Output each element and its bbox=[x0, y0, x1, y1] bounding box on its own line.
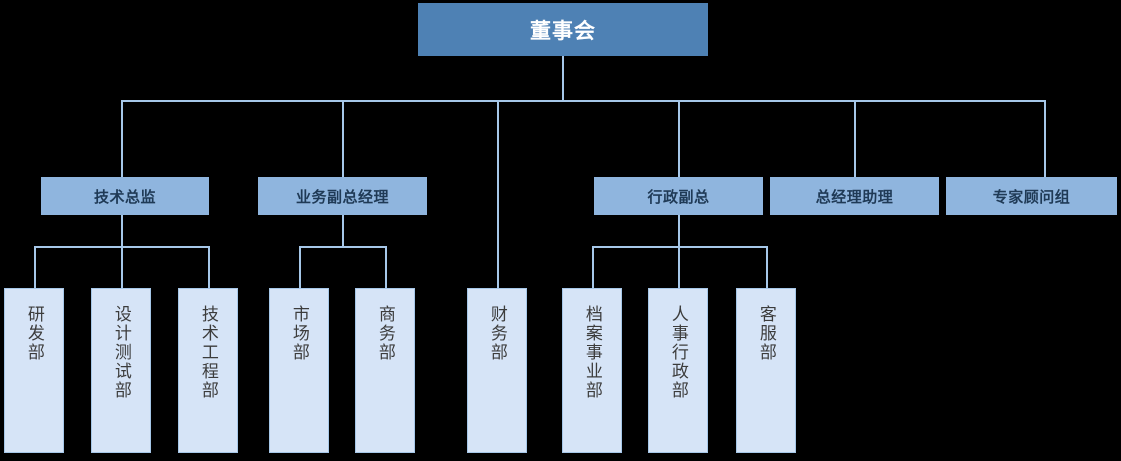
node-archive-dept[interactable]: 档案事业部 bbox=[562, 288, 622, 453]
connector-drop-gm-assistant bbox=[854, 100, 856, 177]
node-label: 技术总监 bbox=[93, 188, 156, 206]
connector-bus-business-vp bbox=[299, 246, 387, 248]
connector-stem-admin-vp bbox=[678, 215, 680, 247]
connector-top-bus bbox=[121, 100, 1045, 102]
node-expert-advisory[interactable]: 专家顾问组 bbox=[946, 177, 1117, 215]
node-label: 董事会 bbox=[530, 19, 596, 43]
connector-drop-commerce-dept bbox=[385, 246, 387, 288]
node-label: 业务副总经理 bbox=[295, 188, 389, 206]
connector-drop-finance-dept bbox=[497, 100, 499, 288]
node-market-dept[interactable]: 市场部 bbox=[269, 288, 329, 453]
node-label: 档案事业部 bbox=[582, 305, 602, 400]
connector-drop-archive-dept bbox=[592, 246, 594, 288]
connector-stem-tech-director bbox=[121, 215, 123, 247]
connector-drop-service-dept bbox=[766, 246, 768, 288]
node-design-test-dept[interactable]: 设计测试部 bbox=[91, 288, 151, 453]
node-label: 人事行政部 bbox=[668, 305, 688, 400]
connector-drop-tech-eng-dept bbox=[208, 246, 210, 288]
node-admin-vp[interactable]: 行政副总 bbox=[594, 177, 763, 215]
node-service-dept[interactable]: 客服部 bbox=[736, 288, 796, 453]
connector-drop-expert-advisory bbox=[1044, 100, 1046, 177]
node-business-vp[interactable]: 业务副总经理 bbox=[258, 177, 427, 215]
node-board-of-directors[interactable]: 董事会 bbox=[418, 3, 708, 56]
node-label: 技术工程部 bbox=[198, 305, 218, 400]
connector-drop-admin-vp bbox=[678, 100, 680, 177]
node-label: 研发部 bbox=[24, 305, 44, 362]
node-label: 财务部 bbox=[487, 305, 507, 362]
node-hr-admin-dept[interactable]: 人事行政部 bbox=[648, 288, 708, 453]
connector-drop-rd-dept bbox=[34, 246, 36, 288]
node-commerce-dept[interactable]: 商务部 bbox=[355, 288, 415, 453]
connector-root-stem bbox=[562, 56, 564, 101]
node-gm-assistant[interactable]: 总经理助理 bbox=[770, 177, 939, 215]
node-label: 总经理助理 bbox=[815, 188, 894, 206]
connector-drop-hr-admin-dept bbox=[678, 246, 680, 288]
node-label: 商务部 bbox=[375, 305, 395, 362]
node-label: 行政副总 bbox=[647, 188, 710, 206]
node-tech-director[interactable]: 技术总监 bbox=[41, 177, 209, 215]
connector-drop-market-dept bbox=[299, 246, 301, 288]
connector-drop-business-vp bbox=[342, 100, 344, 177]
node-finance-dept[interactable]: 财务部 bbox=[467, 288, 527, 453]
connector-drop-design-test-dept bbox=[121, 246, 123, 288]
connector-drop-tech-director bbox=[121, 100, 123, 177]
node-tech-eng-dept[interactable]: 技术工程部 bbox=[178, 288, 238, 453]
node-label: 客服部 bbox=[756, 305, 776, 362]
connector-stem-business-vp bbox=[342, 215, 344, 247]
node-label: 设计测试部 bbox=[111, 305, 131, 400]
node-label: 专家顾问组 bbox=[992, 188, 1071, 206]
node-rd-dept[interactable]: 研发部 bbox=[4, 288, 64, 453]
node-label: 市场部 bbox=[289, 305, 309, 362]
